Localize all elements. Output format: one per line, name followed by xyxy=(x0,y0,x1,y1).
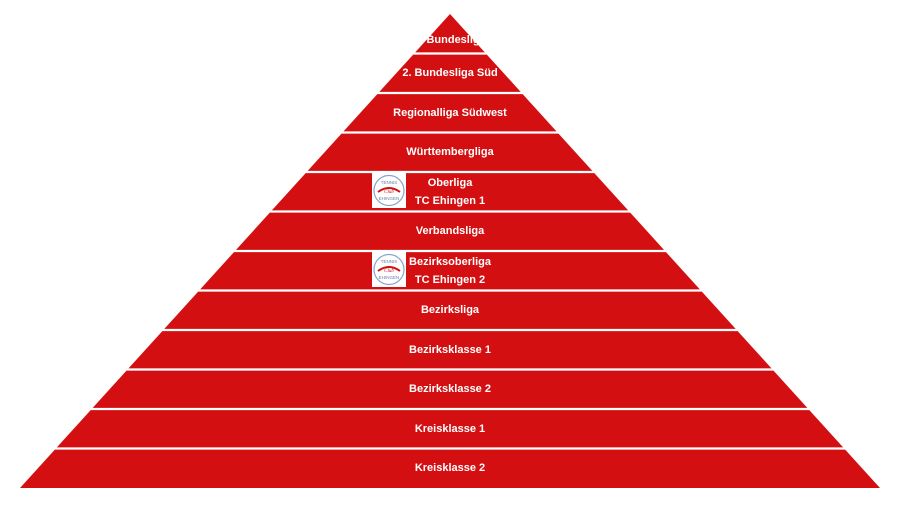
tier-label-line: Bezirksoberliga xyxy=(409,255,491,268)
pyramid-tier xyxy=(92,370,808,408)
tier-label-line: Kreisklasse 2 xyxy=(414,462,486,475)
tier-label-line: Regionalliga Südwest xyxy=(393,106,507,119)
svg-text:TENNIS: TENNIS xyxy=(381,180,398,185)
pyramid-tier xyxy=(379,54,521,92)
tier-label: Bezirksklasse 2 xyxy=(409,380,491,398)
tier-label: Verbandsliga xyxy=(416,222,484,240)
svg-text:Club: Club xyxy=(384,190,394,195)
tier-label-line: 1. Bundesliga xyxy=(414,33,486,46)
tier-label-line: 2. Bundesliga Süd xyxy=(402,67,498,80)
tier-label-line: Verbandsliga xyxy=(415,225,485,238)
pyramid-tier xyxy=(20,449,880,488)
tier-label: Bezirksklasse 1 xyxy=(409,341,491,359)
tier-label-line: Oberliga xyxy=(427,176,473,189)
tier-label: Oberliga TC Ehingen 1 xyxy=(415,174,485,210)
tier-label: 2. Bundesliga Süd xyxy=(402,64,497,82)
svg-text:EHINGEN: EHINGEN xyxy=(379,196,400,201)
pyramid-tier xyxy=(343,94,557,132)
pyramid-tier xyxy=(307,133,593,171)
tier-label: Bezirksliga xyxy=(421,301,479,319)
pyramid-tier xyxy=(271,173,629,211)
pyramid-tier xyxy=(164,291,736,329)
svg-text:Club: Club xyxy=(384,269,394,274)
tier-label: Württembergliga xyxy=(406,143,493,161)
tier-label-line: Bezirksklasse 1 xyxy=(409,343,491,356)
tier-label-line: Württembergliga xyxy=(406,146,494,159)
tier-label: Bezirksoberliga TC Ehingen 2 xyxy=(409,253,491,289)
tier-label-line: Bezirksliga xyxy=(420,304,480,317)
pyramid-tier xyxy=(56,410,844,448)
tier-label-line: Kreisklasse 1 xyxy=(414,422,486,435)
tier-label-line: TC Ehingen 2 xyxy=(414,273,486,286)
pyramid-tier xyxy=(415,14,485,53)
tier-label: 1. Bundesliga xyxy=(414,31,486,49)
pyramid-tier xyxy=(235,212,665,250)
tier-label-line: Bezirksklasse 2 xyxy=(409,383,491,396)
tier-label: Kreisklasse 1 xyxy=(415,420,485,438)
tier-label-line: TC Ehingen 1 xyxy=(414,194,486,207)
pyramid-tier xyxy=(200,252,700,290)
svg-text:EHINGEN: EHINGEN xyxy=(379,275,400,280)
pyramid-tier xyxy=(128,331,772,369)
svg-text:TENNIS: TENNIS xyxy=(381,259,398,264)
tier-label: Kreisklasse 2 xyxy=(415,459,485,477)
tier-label: Regionalliga Südwest xyxy=(393,104,507,122)
